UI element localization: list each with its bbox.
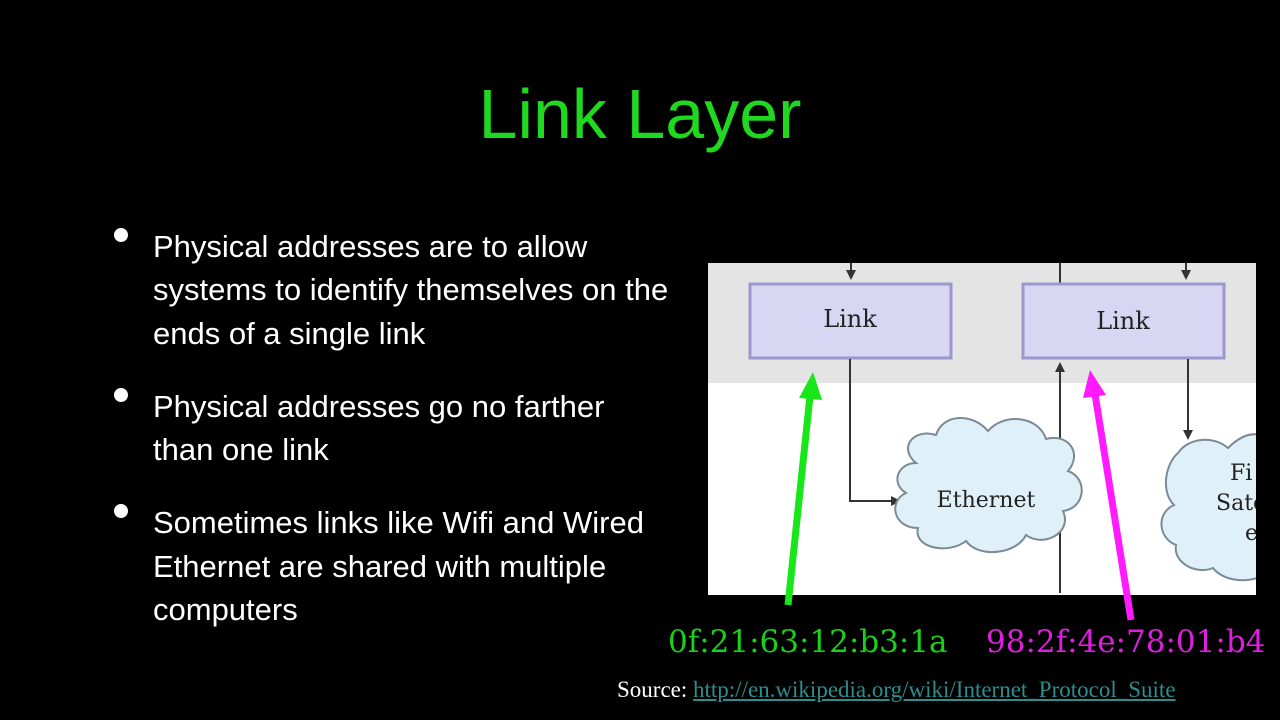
source-citation: Source: http://en.wikipedia.org/wiki/Int…	[617, 677, 1176, 703]
bullet-item: Physical addresses go no farther than on…	[112, 385, 672, 472]
ethernet-cloud-icon	[894, 417, 1083, 553]
link-box-right-label: Link	[1096, 307, 1150, 335]
bullet-dot-icon	[114, 504, 128, 519]
slide-title: Link Layer	[478, 75, 802, 153]
satellite-label-line1: Fi	[1230, 461, 1252, 486]
bullet-text: Sometimes links like Wifi and Wired Ethe…	[153, 505, 644, 628]
link-box-left	[748, 282, 953, 360]
bullet-text: Physical addresses go no farther than on…	[153, 388, 605, 468]
link-box-right	[1021, 282, 1226, 360]
bullet-text: Physical addresses are to allow systems …	[153, 229, 669, 351]
bullet-dot-icon	[114, 387, 128, 402]
mac-address-magenta: 98:2f:4e:78:01:b4	[986, 624, 1266, 660]
arrow-right-icon	[849, 359, 901, 506]
source-label: Source:	[617, 677, 688, 702]
link-box-left-label: Link	[823, 305, 877, 333]
bullet-list: Physical addresses are to allow systems …	[112, 225, 672, 661]
satellite-cloud-icon	[1160, 433, 1256, 582]
bullet-item: Sometimes links like Wifi and Wired Ethe…	[112, 501, 672, 631]
mac-address-green: 0f:21:63:12:b3:1a	[668, 624, 948, 660]
bullet-item: Physical addresses are to allow systems …	[112, 225, 672, 355]
source-link[interactable]: http://en.wikipedia.org/wiki/Internet_Pr…	[693, 677, 1176, 702]
satellite-label-line3: e	[1245, 521, 1256, 546]
ethernet-label: Ethernet	[937, 488, 1036, 513]
bullet-dot-icon	[114, 228, 128, 242]
